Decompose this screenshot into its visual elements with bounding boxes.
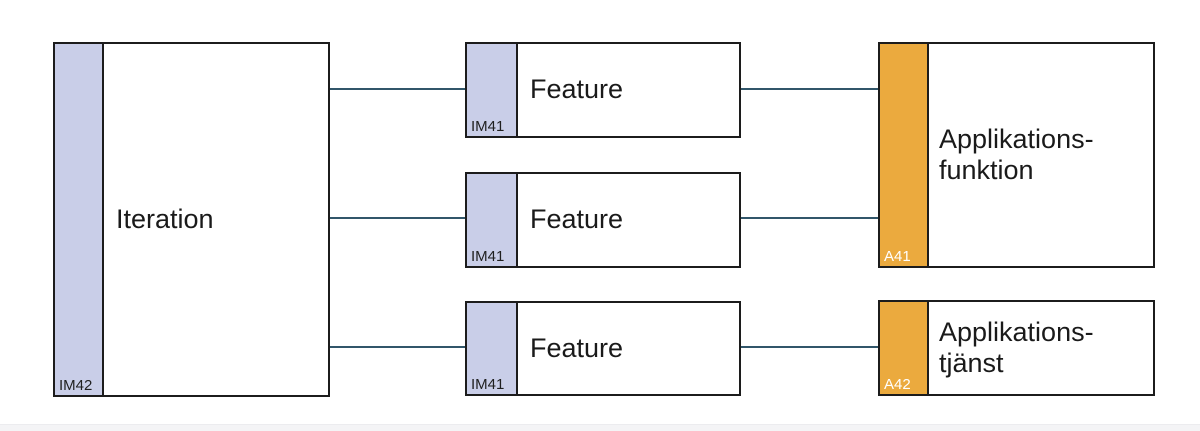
node-feature-1-tab: IM41 <box>467 44 518 136</box>
connector-iteration-feature-1 <box>330 88 465 90</box>
bottom-band <box>0 424 1200 431</box>
node-feature-2-body: Feature <box>518 174 739 266</box>
connector-feature-2-app-function <box>741 217 878 219</box>
node-iteration: IM42 Iteration <box>53 42 330 397</box>
node-app-service-body: Applikations- tjänst <box>929 302 1153 394</box>
connector-iteration-feature-2 <box>330 217 465 219</box>
node-app-function-body: Applikations- funktion <box>929 44 1153 266</box>
node-iteration-body: Iteration <box>104 44 328 395</box>
connector-feature-3-app-service <box>741 346 878 348</box>
node-iteration-label: Iteration <box>116 203 214 234</box>
node-feature-1-label: Feature <box>530 74 624 105</box>
node-feature-2-label: Feature <box>530 204 624 235</box>
node-feature-3-body: Feature <box>518 303 739 394</box>
node-app-service-tag: A42 <box>884 376 911 393</box>
node-iteration-tab: IM42 <box>55 44 104 395</box>
node-feature-2: IM41 Feature <box>465 172 741 268</box>
node-iteration-tag: IM42 <box>59 377 93 394</box>
node-feature-3-tab: IM41 <box>467 303 518 394</box>
node-feature-3-tag: IM41 <box>471 376 505 393</box>
node-feature-1-tag: IM41 <box>471 118 505 135</box>
connector-iteration-feature-3 <box>330 346 465 348</box>
node-feature-2-tag: IM41 <box>471 248 505 265</box>
node-app-function-tab: A41 <box>880 44 929 266</box>
node-feature-3-label: Feature <box>530 332 624 363</box>
node-app-service: A42 Applikations- tjänst <box>878 300 1155 396</box>
node-app-service-tab: A42 <box>880 302 929 394</box>
node-feature-2-tab: IM41 <box>467 174 518 266</box>
node-feature-3: IM41 Feature <box>465 301 741 396</box>
node-app-function-label: Applikations- funktion <box>939 123 1094 185</box>
connector-feature-1-app-function <box>741 88 878 90</box>
node-app-function: A41 Applikations- funktion <box>878 42 1155 268</box>
node-app-service-label: Applikations- tjänst <box>939 316 1094 378</box>
node-feature-1: IM41 Feature <box>465 42 741 138</box>
node-feature-1-body: Feature <box>518 44 739 136</box>
node-app-function-tag: A41 <box>884 248 911 265</box>
